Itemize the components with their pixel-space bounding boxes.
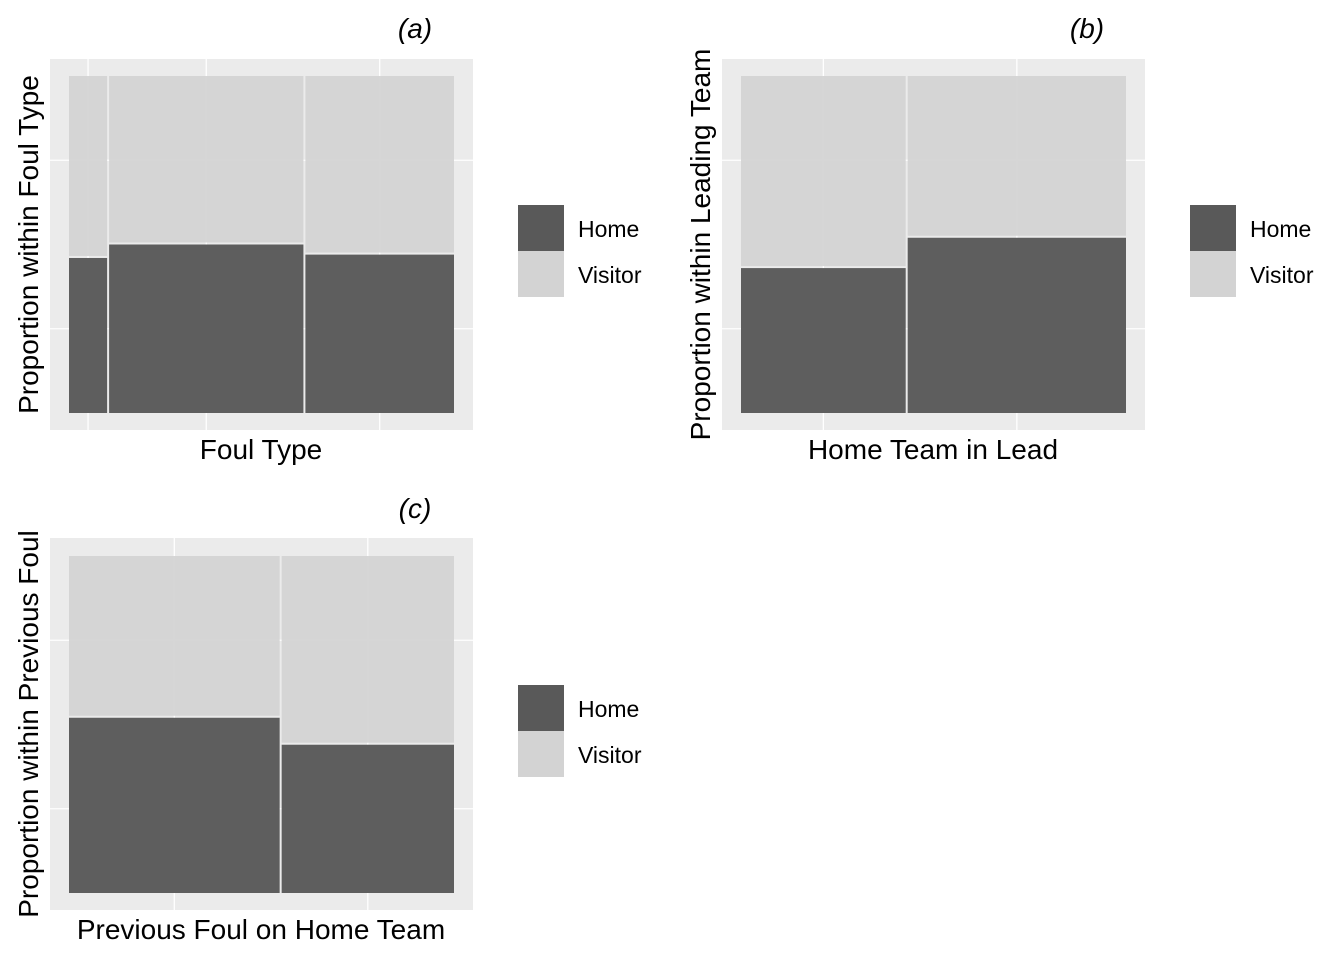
tile-visitor-1 — [69, 76, 108, 256]
legend-key-visitor — [518, 251, 564, 297]
tile-visitor-2 — [907, 76, 1126, 236]
panel-label: (c) — [399, 493, 432, 524]
legend-label-visitor: Visitor — [578, 742, 642, 768]
legend-label-visitor: Visitor — [1250, 262, 1314, 288]
legend-key-home — [518, 205, 564, 251]
y-axis-title: Proportion within Leading Team — [685, 49, 716, 441]
x-axis-title: Foul Type — [200, 434, 322, 465]
chart-panel-a: (a) Foul Type Proportion within Foul Type H… — [13, 13, 642, 465]
tile-home-1 — [69, 717, 280, 893]
legend-key-visitor — [1190, 251, 1236, 297]
tile-home-2 — [281, 744, 454, 893]
tile-home-1 — [741, 268, 906, 413]
y-axis-title: Proportion within Previous Foul — [13, 530, 44, 918]
legend-key-visitor — [518, 731, 564, 777]
chart-panel-c: (c) Previous Foul on Home Team Proportion … — [13, 493, 642, 945]
legend-label-visitor: Visitor — [578, 262, 642, 288]
panel-label: (b) — [1070, 13, 1104, 44]
legend-label-home: Home — [578, 696, 639, 722]
legend-key-home — [518, 685, 564, 731]
tile-home-1 — [69, 257, 108, 413]
x-axis-title: Home Team in Lead — [808, 434, 1058, 465]
legend-label-home: Home — [578, 216, 639, 242]
tile-home-2 — [109, 244, 304, 413]
y-axis-title: Proportion within Foul Type — [13, 75, 44, 414]
legend-key-home — [1190, 205, 1236, 251]
panel-label: (a) — [398, 13, 432, 44]
tile-home-3 — [305, 254, 454, 413]
tile-visitor-3 — [305, 76, 454, 253]
tile-visitor-2 — [109, 76, 304, 243]
legend-label-home: Home — [1250, 216, 1311, 242]
x-axis-title: Previous Foul on Home Team — [77, 914, 445, 945]
tile-visitor-1 — [69, 556, 280, 716]
tile-visitor-2 — [281, 556, 454, 743]
chart-panel-b: (b) Home Team in Lead Proportion within Le… — [685, 13, 1314, 465]
tile-home-2 — [907, 237, 1126, 413]
tile-visitor-1 — [741, 76, 906, 267]
